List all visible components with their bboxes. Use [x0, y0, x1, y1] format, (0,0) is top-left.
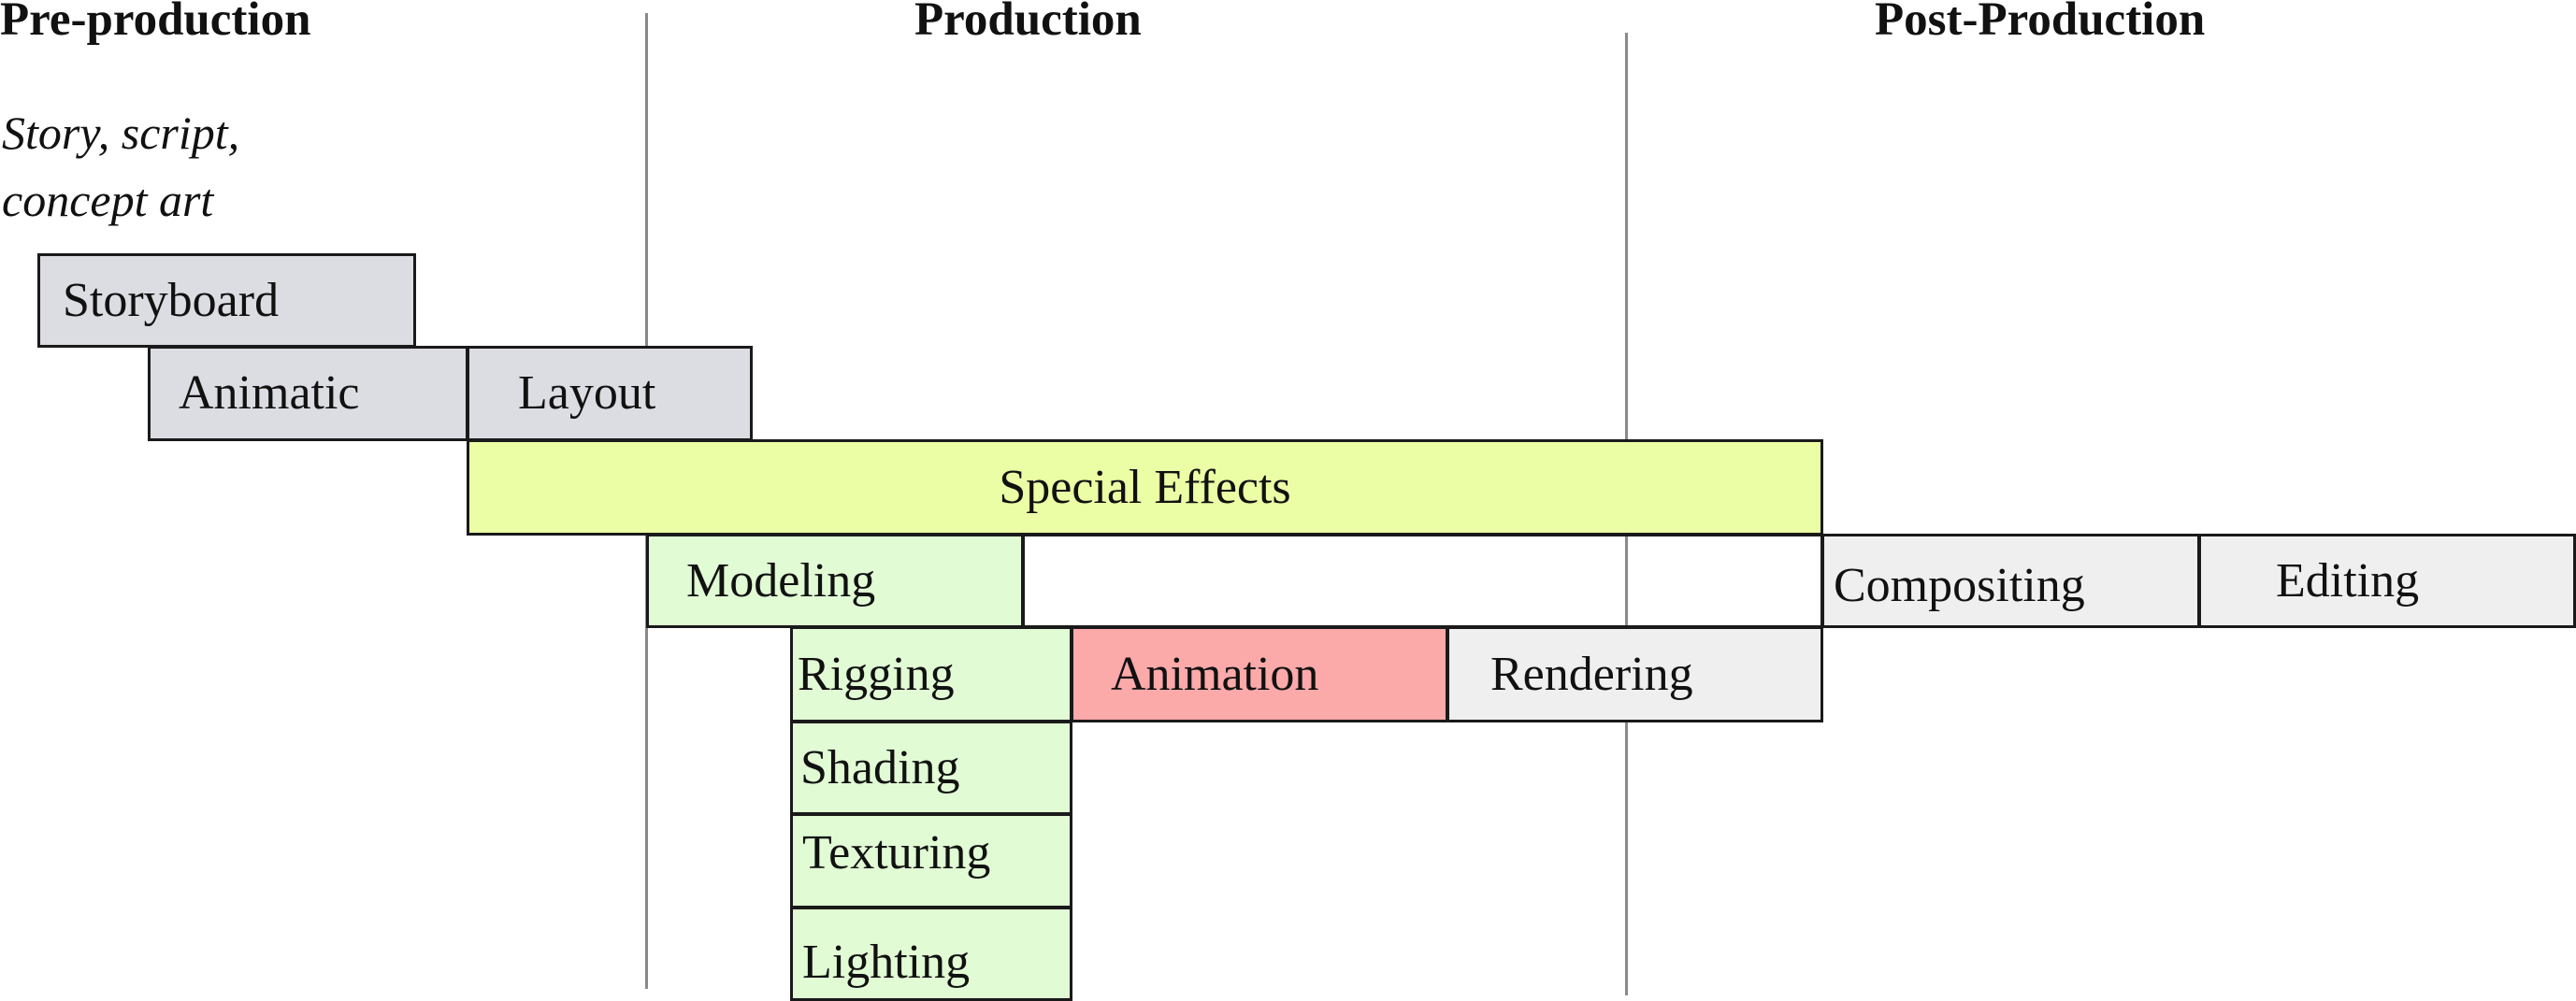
stage-box-layout: Layout [467, 346, 753, 441]
stage-label-rendering: Rendering [1490, 647, 1693, 701]
phase-heading-postproduction: Post-Production [1875, 0, 2206, 46]
stage-box-rendering: Rendering [1446, 626, 1823, 722]
stage-box-modeling: Modeling [646, 534, 1024, 628]
stage-box-storyboard: Storyboard [37, 253, 416, 348]
stage-box-rigging: Rigging [790, 626, 1072, 722]
preproduction-note-line-1: Story, script, [2, 107, 240, 159]
stage-box-animatic: Animatic [148, 346, 468, 441]
stage-box-compositing: Compositing [1821, 534, 2200, 628]
phase-heading-production: Production [914, 0, 1142, 46]
stage-label-animatic: Animatic [179, 366, 360, 420]
stage-box-animation: Animation [1071, 626, 1448, 722]
stage-box-texturing: Texturing [790, 813, 1072, 908]
stage-label-texturing: Texturing [802, 826, 991, 879]
stage-label-rigging: Rigging [798, 647, 955, 701]
stage-box-special-effects: Special Effects [467, 439, 1823, 536]
phase-heading-preproduction: Pre-production [0, 0, 311, 46]
stage-label-animation: Animation [1111, 647, 1319, 701]
stage-label-shading: Shading [800, 740, 960, 794]
stage-box-lighting: Lighting [790, 907, 1072, 1001]
production-flow-outline [1022, 534, 1823, 628]
preproduction-note: Story, script, concept art [2, 99, 239, 234]
stage-label-compositing: Compositing [1834, 559, 2085, 612]
stage-box-editing: Editing [2198, 534, 2576, 628]
stage-label-editing: Editing [2276, 553, 2420, 608]
stage-label-layout: Layout [518, 366, 656, 420]
stage-label-special-effects: Special Effects [999, 460, 1291, 514]
stage-box-shading: Shading [790, 721, 1072, 815]
stage-label-lighting: Lighting [802, 936, 971, 989]
stage-label-storyboard: Storyboard [63, 273, 280, 327]
stage-label-modeling: Modeling [686, 553, 876, 608]
preproduction-note-line-2: concept art [2, 174, 214, 226]
